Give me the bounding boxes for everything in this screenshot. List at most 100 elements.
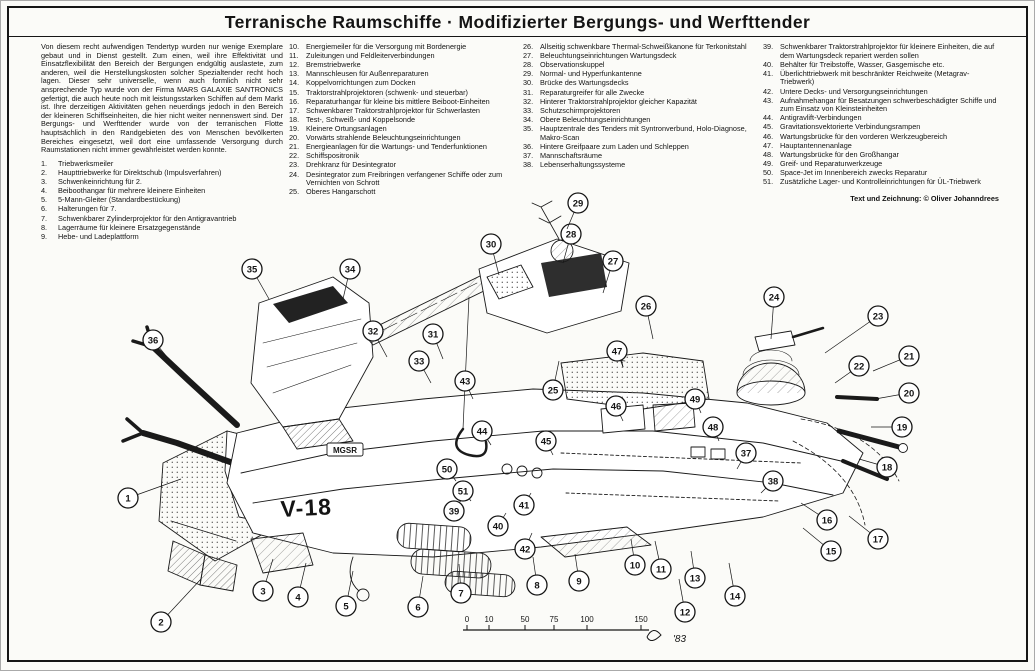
legend-column-4: 39.Schwenkbarer Traktorstrahlprojektor f…	[763, 42, 999, 203]
cable-loop	[356, 588, 370, 602]
callout-5: 5	[335, 570, 357, 617]
legend-item-text: Mannschleusen für Außenreparaturen	[306, 69, 429, 79]
legend-item-number: 27.	[523, 51, 534, 61]
legend-item-number: 36.	[523, 141, 534, 151]
legend-item-number: 39.	[763, 42, 774, 51]
callout-43: 43	[454, 370, 476, 400]
probe-tip	[898, 443, 908, 453]
legend-item-text: Bremstriebwerke	[306, 60, 361, 70]
svg-text:32: 32	[368, 326, 379, 337]
legend-item-text: Gravitationsvektorierte Verbindungsrampe…	[780, 122, 921, 132]
legend-item-number: 40.	[763, 59, 774, 69]
legend-item: 8.Lagerräume für kleinere Ersatzgegenstä…	[41, 223, 283, 233]
callout-14: 14	[724, 562, 746, 607]
svg-text:25: 25	[548, 385, 559, 396]
callout-41: 41	[513, 492, 535, 516]
callout-8: 8	[526, 556, 548, 596]
svg-text:39: 39	[449, 506, 460, 517]
title-divider	[9, 36, 1026, 37]
legend-item: 22.Schiffspositronik	[289, 152, 517, 161]
upper-hangar	[478, 238, 630, 334]
svg-text:46: 46	[611, 401, 622, 412]
callout-18: 18	[858, 456, 898, 478]
legend-item-number: 37.	[523, 150, 534, 160]
svg-text:37: 37	[741, 448, 752, 459]
svg-text:36: 36	[148, 335, 159, 346]
legend-item: 43.Aufnahmehangar für Besatzungen schwer…	[763, 96, 999, 114]
svg-text:15: 15	[826, 546, 837, 557]
legend-item: 14.Koppelvorrichtungen zum Docken	[289, 79, 517, 88]
callout-15: 15	[802, 527, 842, 562]
legend-item-number: 38.	[523, 159, 534, 169]
legend-item: 35.Hauptzentrale des Tenders mit Syntron…	[523, 123, 755, 142]
port	[531, 467, 543, 479]
svg-text:43: 43	[460, 376, 471, 387]
legend-list-3: 26. Allseitig schwenkbare Thermal-Schweiß…	[523, 42, 755, 170]
legend-item-number: 7.	[41, 213, 48, 223]
legend-item-number: 35.	[523, 123, 534, 133]
legend-item-number: 50.	[763, 168, 774, 178]
legend-item: 36.Hintere Greifpaare zum Laden und Schl…	[523, 141, 755, 152]
svg-text:10: 10	[630, 560, 641, 571]
legend-item-number: 16.	[289, 96, 300, 106]
callout-44: 44	[471, 420, 493, 446]
credit-line: Text und Zeichnung: © Oliver Johanndrees	[850, 193, 999, 203]
grapple-arm	[150, 344, 240, 428]
legend-item: 42.Untere Decks- und Versorgungseinricht…	[763, 87, 999, 97]
legend-item-text: Reparaturhangar für kleine bis mittlere …	[306, 96, 490, 106]
scale-label-150: 150	[634, 615, 648, 624]
tank-cylinder	[396, 522, 472, 553]
callout-37: 37	[735, 442, 757, 470]
projector-arm	[835, 395, 879, 401]
legend-item-number: 22.	[289, 151, 300, 161]
legend-item-number: 26.	[523, 42, 534, 51]
grapple-claw	[131, 325, 155, 349]
projector-arm	[841, 459, 889, 481]
svg-text:30: 30	[486, 239, 497, 250]
legend-item-text: Obere Beleuchtungseinrichtungen	[540, 114, 651, 124]
crane-hook	[455, 427, 488, 458]
legend-item-number: 15.	[289, 87, 300, 97]
legend-item: 1.Triebwerksmeiler	[41, 159, 283, 169]
legend-item-text: Space-Jet im Innenbereich zwecks Reparat…	[780, 168, 928, 178]
svg-text:26: 26	[641, 301, 652, 312]
crane-lattice	[380, 272, 498, 332]
svg-text:9: 9	[576, 576, 581, 587]
legend-item-text: Test-, Schweiß- und Koppelsonde	[306, 114, 416, 124]
legend-item: 38.Lebenserhaltungssysteme	[523, 159, 755, 170]
svg-text:24: 24	[769, 292, 780, 303]
callout-45: 45	[535, 430, 557, 456]
callout-48: 48	[702, 416, 724, 442]
legend-item-number: 47.	[763, 140, 774, 150]
callout-39: 39	[443, 496, 465, 522]
legend-item-number: 9.	[41, 231, 48, 241]
legend-item-number: 24.	[289, 169, 300, 179]
legend-item-number: 48.	[763, 149, 774, 159]
legend-item: 11.Zuleitungen und Feldleiterverbindunge…	[289, 51, 517, 61]
legend-item-text: Brücke des Wartungsdecks	[540, 78, 629, 88]
svg-text:50: 50	[442, 464, 453, 475]
svg-text:38: 38	[768, 476, 779, 487]
legend-column-3: 26. Allseitig schwenkbare Thermal-Schweiß…	[523, 42, 755, 170]
legend-item: 25.Oberes Hangarschott	[289, 188, 517, 197]
legend-item-number: 2.	[41, 168, 48, 178]
projector-arm	[836, 428, 902, 450]
callout-3: 3	[252, 558, 274, 602]
svg-text:16: 16	[822, 515, 833, 526]
tower-windows	[273, 286, 348, 323]
legend-item-text: Beiboothangar für mehrere kleinere Einhe…	[58, 186, 206, 196]
callout-19: 19	[871, 416, 913, 438]
ship-model-label: V-18	[280, 493, 333, 522]
legend-item-text: Halterungen für 7.	[58, 204, 117, 214]
legend-item-number: 21.	[289, 142, 300, 152]
scale-label-10: 10	[485, 615, 494, 624]
legend-item-text: Allseitig schwenkbare Thermal-Schweißkan…	[540, 42, 747, 51]
callout-20: 20	[874, 382, 920, 404]
legend-item-number: 32.	[523, 96, 534, 106]
legend-item: 23.Drehkranz für Desintegrator	[289, 161, 517, 170]
legend-item: 24.Desintegrator zum Freibringen verfang…	[289, 169, 517, 188]
callout-23: 23	[824, 305, 889, 354]
page-title: Terranische Raumschiffe · Modifizierter …	[224, 12, 811, 32]
callout-6: 6	[407, 575, 429, 618]
legend-item-number: 4.	[41, 186, 48, 196]
